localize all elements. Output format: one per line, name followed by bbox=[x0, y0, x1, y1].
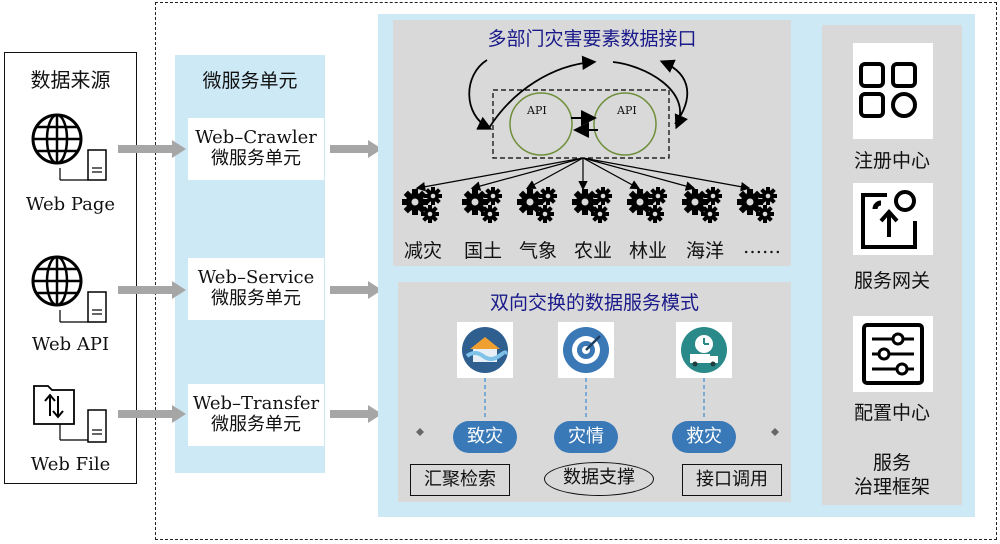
registry-tile bbox=[853, 43, 933, 139]
microservice-crawler-subtitle: 微服务单元 bbox=[211, 148, 301, 169]
sector-haiyang: 海洋 bbox=[686, 240, 725, 262]
governance-footer-line2: 治理框架 bbox=[853, 476, 930, 498]
globe-server-icon bbox=[31, 113, 107, 181]
registry-label: 注册中心 bbox=[853, 150, 930, 172]
function-shuju-zhicheng: 数据支撑 bbox=[544, 462, 654, 496]
outer-dashed-frame bbox=[155, 2, 997, 540]
source-label-web-file: Web File bbox=[30, 454, 111, 475]
microservice-crawler-box: Web–Crawler 微服务单元 bbox=[188, 118, 324, 180]
function-huiju-jiansuo: 汇聚检索 bbox=[410, 464, 510, 496]
microservice-crawler-name: Web–Crawler bbox=[195, 127, 317, 148]
arrow-source-to-service bbox=[118, 281, 186, 299]
mode-pill-jiuzai: 救灾 bbox=[672, 421, 736, 453]
api-right-label: API bbox=[617, 104, 637, 117]
microservice-service-name: Web–Service bbox=[197, 267, 315, 288]
mode-pill-zhizai: 致灾 bbox=[453, 421, 517, 453]
microservice-service-box: Web–Service 微服务单元 bbox=[188, 258, 324, 320]
gateway-icon bbox=[861, 190, 917, 249]
target-icon bbox=[563, 327, 609, 373]
arrow-source-to-crawler bbox=[118, 140, 186, 158]
arrow-service-to-main bbox=[330, 281, 382, 299]
source-label-web-page: Web Page bbox=[25, 194, 116, 215]
mode-pill-zaiqing: 灾情 bbox=[554, 421, 618, 453]
sector-guotu: 国土 bbox=[464, 240, 503, 262]
microservice-service-subtitle: 微服务单元 bbox=[211, 288, 301, 309]
sector-qixiang: 气象 bbox=[519, 240, 558, 262]
microservice-transfer-name: Web–Transfer bbox=[192, 393, 320, 414]
sector-nongye: 农业 bbox=[574, 240, 613, 262]
folder-server-icon bbox=[33, 385, 107, 443]
governance-footer-line1: 服务 bbox=[872, 452, 911, 474]
arrow-crawler-to-main bbox=[330, 140, 382, 158]
data-source-box bbox=[4, 52, 137, 484]
sector-jianzai: 减灾 bbox=[404, 240, 443, 262]
grid-icon bbox=[859, 62, 917, 118]
sliders-icon bbox=[862, 323, 924, 385]
function-jiekou-diaoyong: 接口调用 bbox=[682, 464, 782, 496]
sector-more: …… bbox=[743, 236, 781, 258]
config-label: 配置中心 bbox=[853, 402, 930, 424]
microservice-title: 微服务单元 bbox=[202, 70, 298, 92]
api-exchange-diagram bbox=[415, 55, 751, 192]
globe-server-icon bbox=[31, 255, 107, 323]
delivery-truck-icon bbox=[681, 327, 727, 373]
microservice-transfer-subtitle: 微服务单元 bbox=[211, 414, 301, 435]
data-source-title: 数据来源 bbox=[30, 68, 111, 92]
microservice-transfer-box: Web–Transfer 微服务单元 bbox=[188, 384, 324, 446]
diamond-right bbox=[771, 428, 779, 436]
interface-title: 多部门灾害要素数据接口 bbox=[487, 28, 697, 50]
gateway-label: 服务网关 bbox=[853, 270, 930, 292]
diamond-left bbox=[416, 428, 424, 436]
arrow-source-to-transfer bbox=[118, 405, 186, 423]
sector-linye: 林业 bbox=[629, 240, 668, 262]
source-label-web-api: Web API bbox=[31, 334, 110, 355]
arrow-transfer-to-main bbox=[330, 405, 382, 423]
exchange-title: 双向交换的数据服务模式 bbox=[489, 292, 699, 314]
house-flood-icon bbox=[462, 327, 508, 373]
api-left-label: API bbox=[527, 104, 547, 117]
